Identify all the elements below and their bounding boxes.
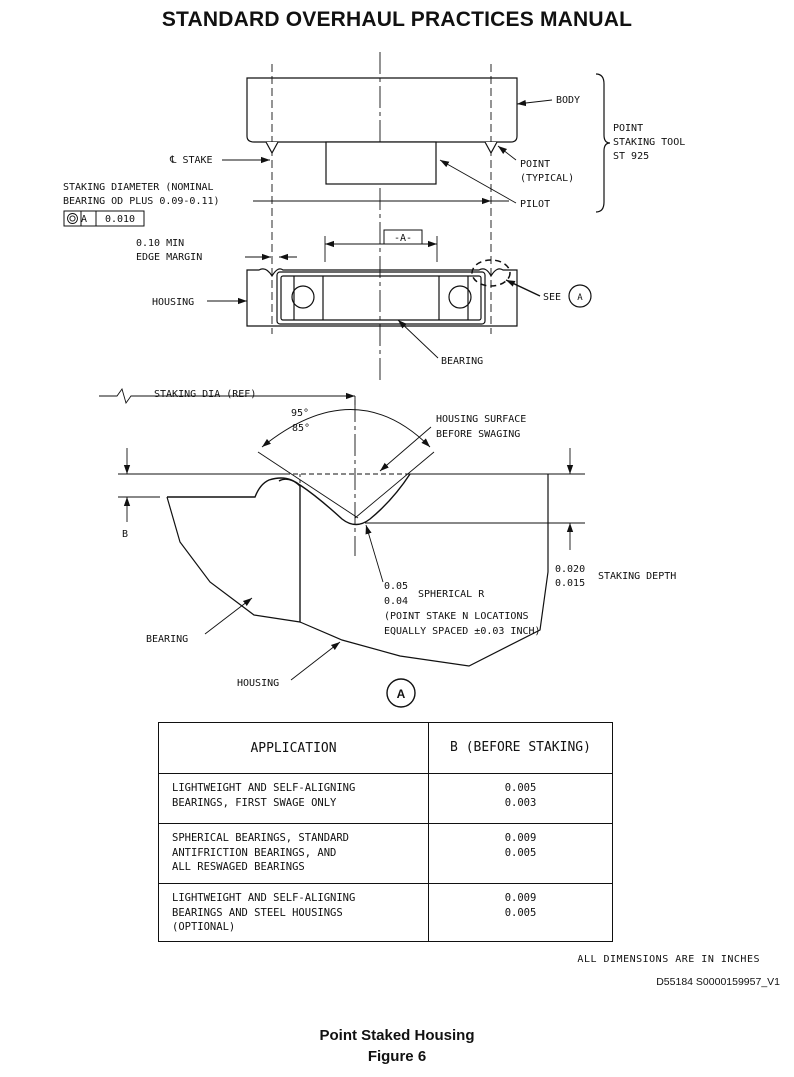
- svg-text:STAKING DIAMETER (NOMINAL: STAKING DIAMETER (NOMINAL: [63, 182, 214, 193]
- pilot-label: PILOT: [520, 199, 550, 210]
- housing-label: HOUSING: [152, 297, 194, 308]
- svg-text:0.10 MIN: 0.10 MIN: [136, 238, 184, 249]
- tool-brace: [595, 73, 611, 213]
- svg-text:A: A: [81, 214, 87, 225]
- table-row: SPHERICAL BEARINGS, STANDARD ANTIFRICTIO…: [158, 823, 613, 884]
- application-cell: LIGHTWEIGHT AND SELF-ALIGNING BEARINGS A…: [158, 883, 429, 942]
- table-row: LIGHTWEIGHT AND SELF-ALIGNING BEARINGS, …: [158, 773, 613, 824]
- svg-text:HOUSING SURFACE: HOUSING SURFACE: [436, 414, 526, 425]
- application-table: APPLICATION B (BEFORE STAKING) LIGHTWEIG…: [158, 722, 613, 942]
- bearing-outer: [276, 271, 486, 325]
- svg-text:(TYPICAL): (TYPICAL): [520, 173, 574, 184]
- tool-body: [246, 77, 518, 143]
- application-cell: LIGHTWEIGHT AND SELF-ALIGNING BEARINGS, …: [158, 773, 429, 824]
- b-value-cell: 0.005 0.003: [428, 773, 613, 824]
- detail-view: [99, 387, 585, 708]
- svg-text:ST 925: ST 925: [613, 151, 649, 162]
- bearing-inner: [280, 275, 482, 321]
- dimensions-note: ALL DIMENSIONS ARE IN INCHES: [577, 954, 760, 965]
- depth-min: 0.015: [555, 578, 585, 589]
- top-view: [63, 52, 611, 382]
- svg-text:BEARING OD PLUS 0.09-0.11): BEARING OD PLUS 0.09-0.11): [63, 196, 220, 207]
- tool-pilot: [325, 141, 437, 185]
- housing-profile: [299, 474, 549, 667]
- header-b: B (BEFORE STAKING): [428, 722, 613, 774]
- stake-label: ℄ STAKE: [169, 155, 213, 166]
- svg-text:SEE: SEE: [543, 292, 561, 303]
- spherical-r-label: SPHERICAL R: [418, 589, 485, 600]
- staking-depth-label: STAKING DEPTH: [598, 571, 676, 582]
- tool-point-left: [265, 141, 279, 155]
- svg-text:EQUALLY SPACED ±0.03 INCH): EQUALLY SPACED ±0.03 INCH): [384, 626, 541, 637]
- figure-id: D55184 S0000159957_V1: [656, 976, 780, 988]
- svg-text:0.010: 0.010: [105, 214, 135, 225]
- svg-text:A: A: [577, 293, 583, 303]
- application-cell: SPHERICAL BEARINGS, STANDARD ANTIFRICTIO…: [158, 823, 429, 884]
- staking-dia-ref-label: STAKING DIA (REF): [154, 389, 256, 400]
- angle-min: 85°: [292, 423, 310, 434]
- ball-right: [448, 285, 472, 309]
- radius-min: 0.04: [384, 596, 408, 607]
- top-view-labels: BODY POINT STAKING TOOL ST 925 ℄ STAKE P…: [63, 95, 685, 367]
- svg-text:POINT: POINT: [520, 159, 550, 170]
- b-value-cell: 0.009 0.005: [428, 883, 613, 942]
- b-value-cell: 0.009 0.005: [428, 823, 613, 884]
- radius-max: 0.05: [384, 581, 408, 592]
- detail-view-labels: STAKING DIA (REF) 95° 85° HOUSING SURFAC…: [122, 389, 676, 701]
- detail-bearing-label: BEARING: [146, 634, 188, 645]
- bearing-label: BEARING: [441, 356, 483, 367]
- detail-housing-label: HOUSING: [237, 678, 279, 689]
- caption-title: Point Staked Housing: [319, 1027, 475, 1044]
- tool-point-right: [484, 141, 498, 155]
- svg-text:STAKING TOOL: STAKING TOOL: [613, 137, 685, 148]
- bearing-profile: [166, 486, 301, 623]
- housing-outline: [246, 268, 518, 327]
- ball-left: [291, 285, 315, 309]
- detail-a-marker: [471, 259, 511, 287]
- svg-text:(POINT STAKE N LOCATIONS: (POINT STAKE N LOCATIONS: [384, 611, 529, 622]
- body-label: BODY: [556, 95, 580, 106]
- svg-text:POINT: POINT: [613, 123, 643, 134]
- angle-max: 95°: [291, 408, 309, 419]
- b-label: B: [122, 529, 128, 540]
- figure-caption: Point Staked Housing Figure 6: [0, 1025, 794, 1067]
- svg-text:EDGE MARGIN: EDGE MARGIN: [136, 252, 202, 263]
- header-application: APPLICATION: [158, 722, 429, 774]
- svg-text:BEFORE SWAGING: BEFORE SWAGING: [436, 429, 520, 440]
- bearing-bump: [167, 477, 301, 498]
- detail-id: A: [397, 687, 406, 701]
- depth-max: 0.020: [555, 564, 585, 575]
- table-row: LIGHTWEIGHT AND SELF-ALIGNING BEARINGS A…: [158, 883, 613, 942]
- stake-profile: [278, 473, 411, 526]
- page-header: STANDARD OVERHAUL PRACTICES MANUAL: [161, 8, 633, 31]
- datum-a-label: -A-: [394, 233, 412, 244]
- caption-figure: Figure 6: [367, 1048, 427, 1065]
